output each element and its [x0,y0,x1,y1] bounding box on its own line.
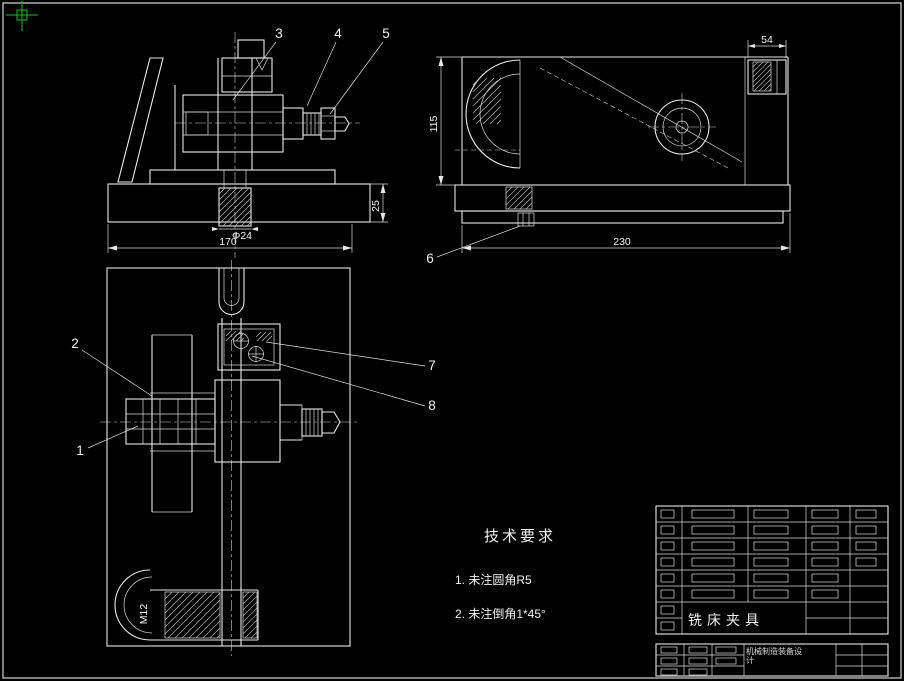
balloon-1: 1 [76,443,84,458]
bottom-hatch-left [164,591,221,639]
dim-side-height: 115 [428,115,440,132]
tech-requirements-title: 技术要求 [484,528,556,545]
side-d-hatch [472,77,502,125]
balloon-8: 8 [428,398,436,413]
tech-requirements: 技术要求 1. 未注圆角R5 2. 未注倒角1*45° [455,528,556,621]
balloon-7: 7 [428,358,436,373]
bottom-hatch-right [242,591,258,639]
dim-thread: M12 [138,604,150,625]
dim-block-width: 54 [761,34,773,46]
front-screw-hatch [218,187,252,227]
course-name: 机械制造装备设计 [746,647,802,665]
balloon-6: 6 [426,251,434,266]
dim-base-width: 170 [219,236,237,248]
dim-screw-dia: Φ24 [232,230,252,242]
title-block: 铣床夹具 [655,505,889,677]
component-hatch-a [225,330,245,342]
front-view: Φ24 170 25 3 4 5 [107,26,390,258]
dim-base-height: 25 [370,200,382,212]
side-view: 115 230 54 6 [426,34,791,266]
component-hatch-b [255,331,273,342]
tech-requirement-1: 1. 未注圆角R5 [455,572,532,587]
dim-side-width: 230 [613,236,631,248]
balloon-2: 2 [71,336,79,351]
side-block-hatch [752,61,772,92]
balloon-3: 3 [275,26,283,41]
side-base-hatch [505,186,533,210]
title-block-part-name: 铣床夹具 [688,612,764,628]
tech-requirement-2: 2. 未注倒角1*45° [455,606,546,621]
balloon-5: 5 [382,26,390,41]
crosshair-cursor [6,1,38,31]
title-block-boxes [660,509,877,676]
top-view: M12 2 1 7 8 [71,260,436,656]
balloon-4: 4 [334,26,342,41]
